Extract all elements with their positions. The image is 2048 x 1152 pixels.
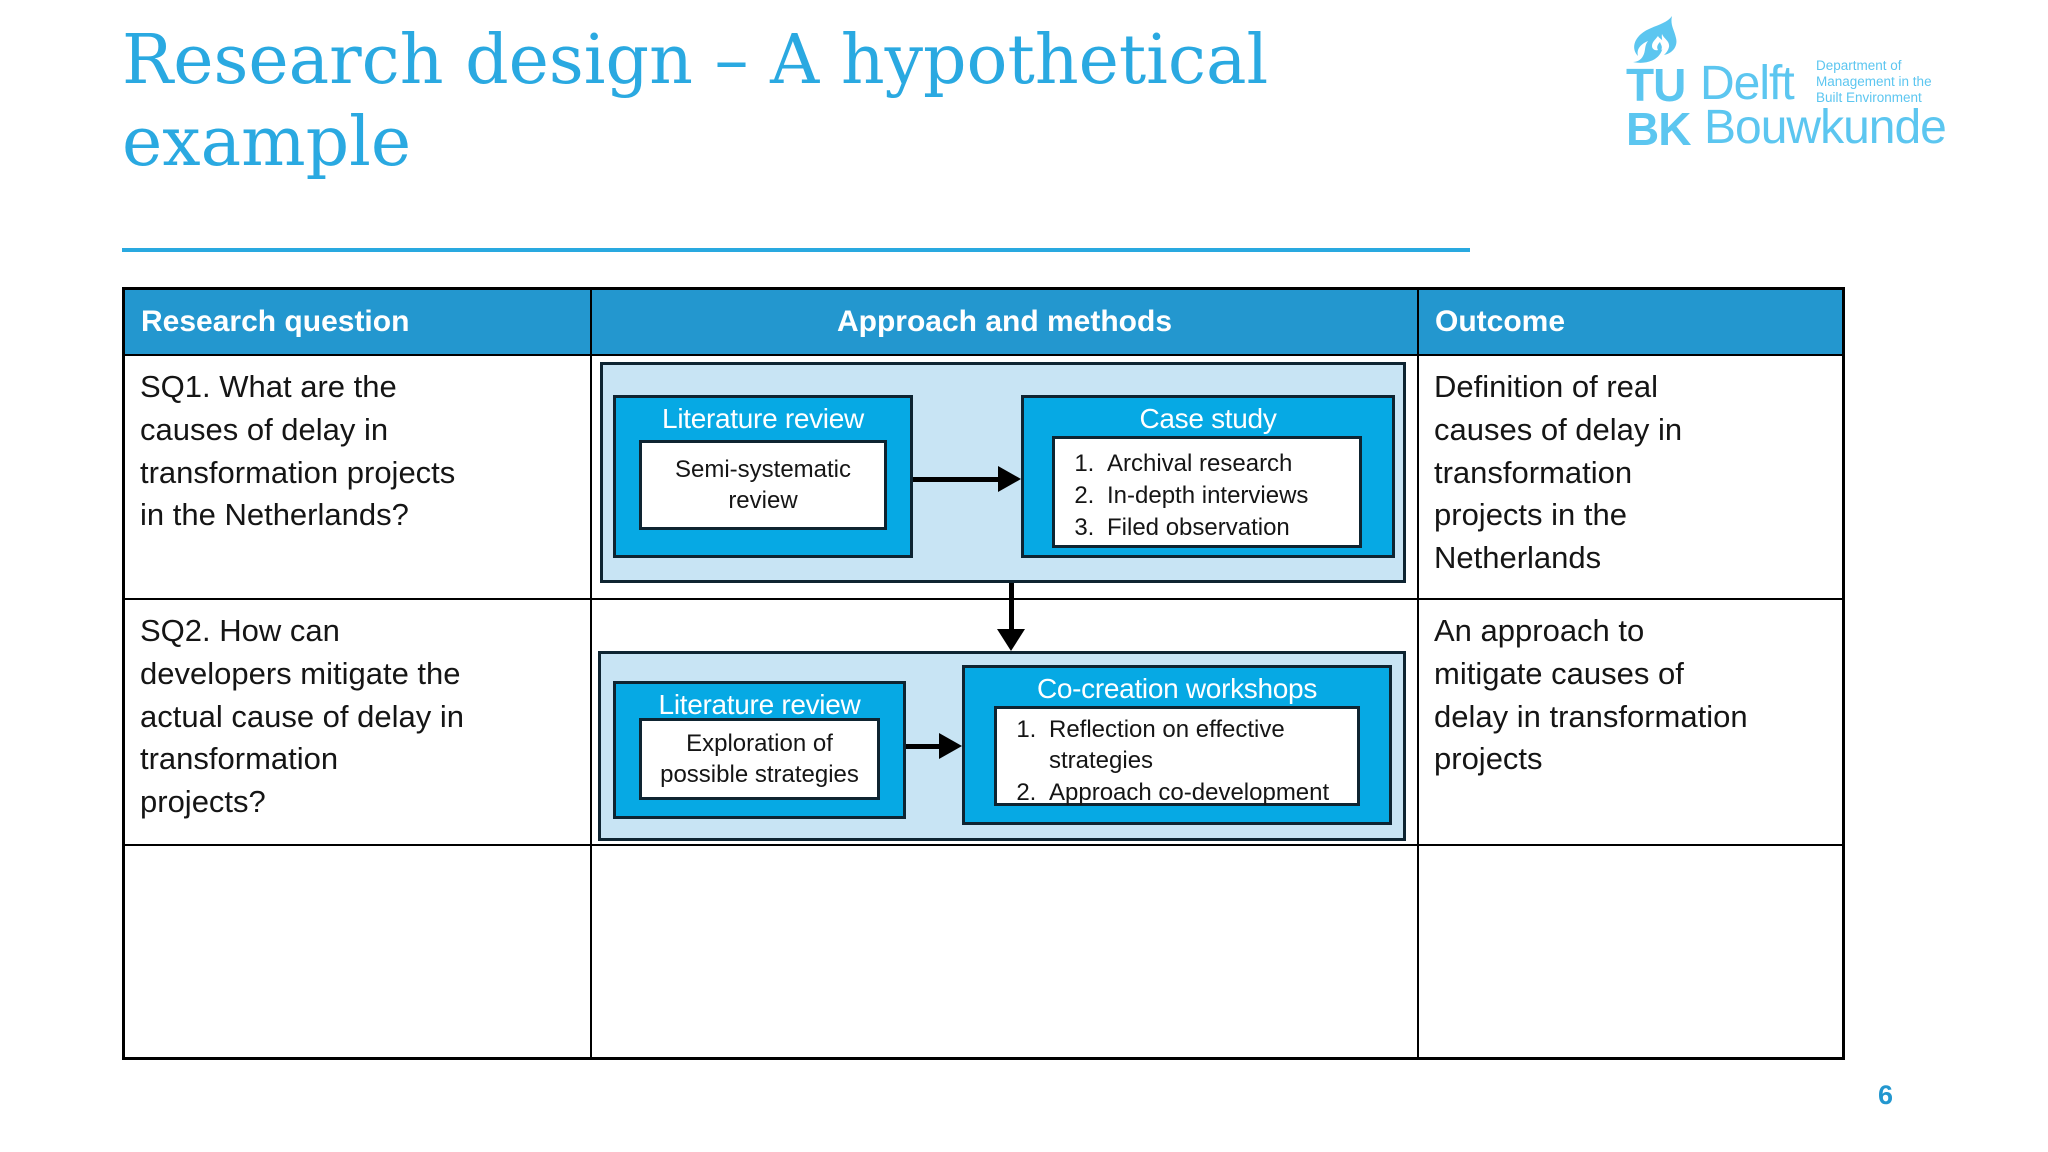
header-outcome: Outcome [1419,290,1842,356]
header-approach-methods: Approach and methods [592,290,1419,356]
cell-question-sq2: SQ2. How can developers mitigate the act… [125,600,592,846]
flow2-left-body-box: Exploration of possible strategies [639,718,880,800]
flow1-arrow-line [913,477,998,482]
slide-page-number: 6 [1878,1080,1894,1110]
flow1-left-body-box: Semi-systematic review [639,440,887,530]
flow1-method-item: In-depth interviews [1101,480,1351,511]
flow1-right-title: Case study [1139,403,1277,434]
cell-outcome-empty [1419,846,1842,1057]
cell-question-empty [125,846,592,1057]
flow-connector-arrow-down-icon [997,629,1025,651]
tu-delft-logo: TU Delft BK Bouwkunde Department of Mana… [1626,14,2026,155]
flow2-right-list-box: Reflection on effective strategies Appro… [994,706,1360,806]
logo-delft-text: Delft [1700,57,1795,110]
logo-department-text: Department of Management in the Built En… [1816,58,1932,107]
cell-approach-empty [592,846,1419,1057]
logo-department-line: Management in the [1816,74,1932,90]
cell-approach-sq2 [592,600,1419,846]
logo-bk-text: BK [1626,103,1691,155]
flow2-arrow-right-icon [939,733,962,759]
flow1-method-item: Filed observation [1101,512,1351,543]
cell-approach-sq1 [592,356,1419,600]
flow2-arrow-line [906,744,940,749]
flow2-method-list: Reflection on effective strategies Appro… [997,709,1357,809]
flow1-right-list-box: Archival research In-depth interviews Fi… [1052,436,1362,548]
header-research-question: Research question [125,290,592,356]
cell-question-sq1: SQ1. What are the causes of delay in tra… [125,356,592,600]
flow1-method-list: Archival research In-depth interviews Fi… [1055,439,1359,544]
tu-delft-flame-icon [1628,16,1690,73]
cell-outcome-sq2: An approach to mitigate causes of delay … [1419,600,1842,846]
logo-tu-text: TU [1626,59,1686,111]
flow2-right-title: Co-creation workshops [1036,673,1318,704]
flow2-method-item: Approach co-development [1043,777,1349,808]
cell-outcome-sq1: Definition of real causes of delay in tr… [1419,356,1842,600]
flow1-arrow-right-icon [998,466,1021,492]
logo-department-line: Department of [1816,58,1902,73]
logo-bouwkunde-text: Bouwkunde [1704,101,1947,154]
title-underline [122,248,1470,252]
flow1-left-title: Literature review [662,403,864,434]
page-title: Research design – A hypothetical example [122,21,1269,182]
flow-connector-line [1009,583,1014,631]
flow2-left-title: Literature review [658,689,861,720]
logo-department-line: Built Environment [1816,90,1922,106]
flow2-method-item: Reflection on effective strategies [1043,714,1349,776]
flow1-method-item: Archival research [1101,448,1351,479]
